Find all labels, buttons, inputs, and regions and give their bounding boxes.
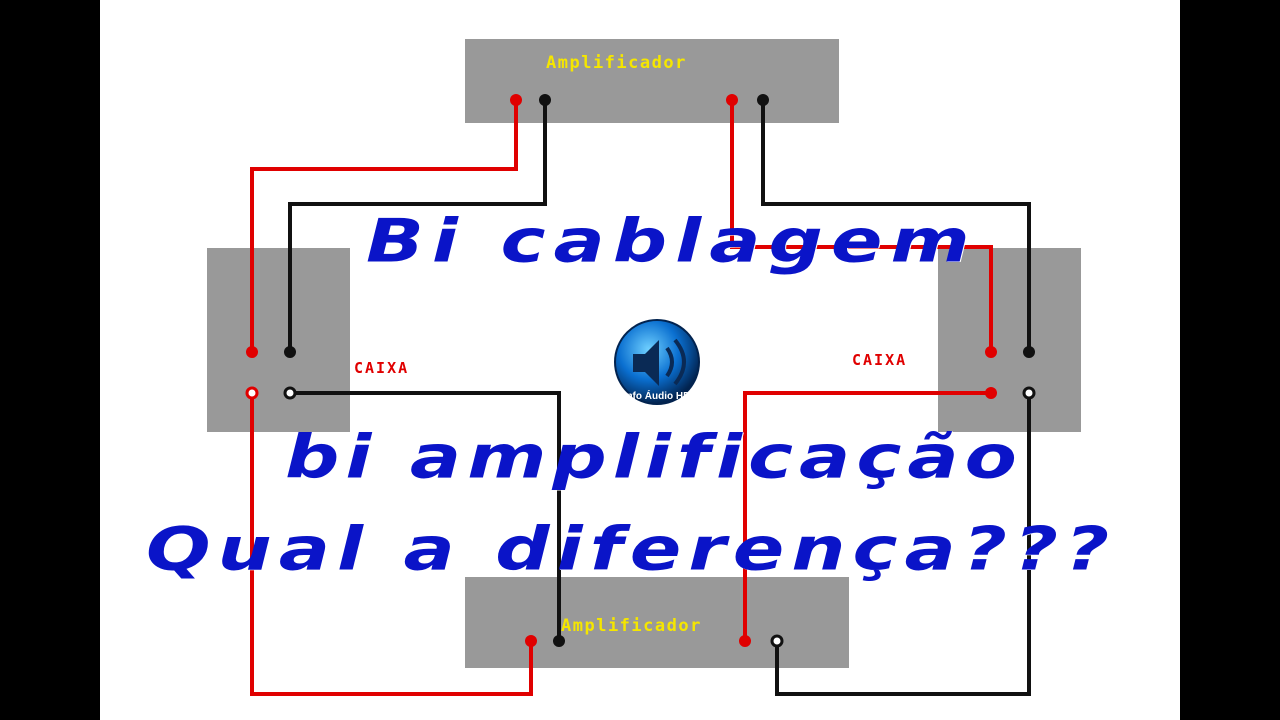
- right-speaker-upper-black-terminal: [1023, 346, 1035, 358]
- amplifier-top-box: [465, 39, 839, 123]
- logo-text: Info Áudio HD: [623, 391, 691, 402]
- red-wire-bottom-amp-to-right-speaker: [743, 391, 991, 641]
- black-wire-top-amp-to-right-speaker: [761, 100, 1031, 352]
- top-amp-left-black-terminal: [539, 94, 551, 106]
- top-amp-left-red-terminal: [510, 94, 522, 106]
- bottom-amp-left-black-terminal: [553, 635, 565, 647]
- title-line-1: Bi cablagem: [366, 206, 978, 276]
- speaker-left-box: [207, 248, 350, 432]
- right-speaker-upper-red-terminal: [985, 346, 997, 358]
- black-wire-top-amp-to-left-speaker: [288, 100, 547, 352]
- black-wire-bottom-amp-to-right-speaker: [775, 393, 1031, 696]
- title-line-3: Qual a diferença???: [146, 514, 1117, 584]
- speaker-left-label: CAIXA: [354, 359, 410, 377]
- left-speaker-upper-black-terminal: [284, 346, 296, 358]
- red-wire-top-amp-to-right-speaker: [730, 100, 993, 352]
- bottom-amp-right-red-terminal: [739, 635, 751, 647]
- diagram-canvas: Amplificador Amplificador CAIXA CAIXA In…: [100, 0, 1180, 720]
- top-amp-right-red-terminal: [726, 94, 738, 106]
- left-speaker-lower-red-terminal: [245, 386, 259, 400]
- right-speaker-lower-red-terminal: [985, 387, 997, 399]
- title-line-2: bi amplificação: [285, 422, 1023, 492]
- wiring-diagram: [245, 94, 1036, 696]
- right-speaker-lower-black-terminal: [1022, 386, 1036, 400]
- bottom-amp-right-black-terminal: [770, 634, 784, 648]
- speaker-right-label: CAIXA: [852, 351, 908, 369]
- amplifier-top-label: Amplificador: [546, 53, 687, 73]
- left-speaker-lower-black-terminal: [283, 386, 297, 400]
- amplifier-bottom-label: Amplificador: [561, 616, 702, 636]
- red-wire-bottom-amp-to-left-speaker: [250, 393, 533, 696]
- bottom-amp-left-red-terminal: [525, 635, 537, 647]
- black-wire-bottom-amp-to-left-speaker: [290, 391, 561, 641]
- left-speaker-upper-red-terminal: [246, 346, 258, 358]
- top-amp-right-black-terminal: [757, 94, 769, 106]
- red-wire-top-amp-to-left-speaker: [250, 100, 518, 352]
- speaker-right-box: [938, 248, 1081, 432]
- info-audio-hd-logo: [614, 319, 700, 405]
